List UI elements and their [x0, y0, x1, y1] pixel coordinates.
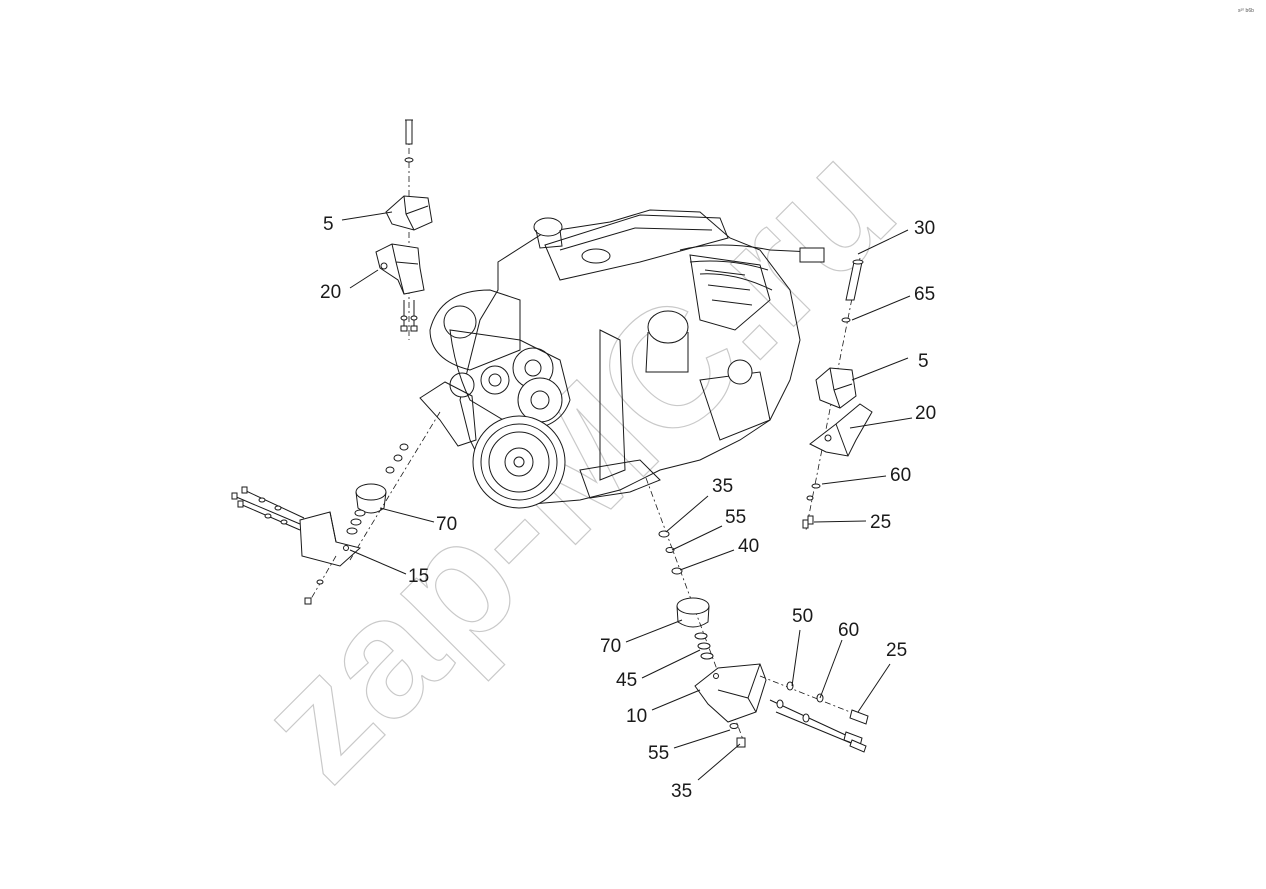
callout-25-lower: 25 [886, 640, 907, 661]
callout-70-lower: 70 [600, 636, 621, 657]
right-lower-mount [645, 477, 869, 753]
callout-35-lower: 35 [671, 781, 692, 802]
callout-60-lower: 60 [838, 620, 859, 641]
left-upper-mount [375, 119, 433, 340]
callout-65: 65 [914, 284, 935, 305]
left-lower-mount [231, 411, 441, 605]
callout-45: 45 [616, 670, 637, 691]
callout-15: 15 [408, 566, 429, 587]
leader-lines [341, 211, 913, 781]
callout-35-upper: 35 [712, 476, 733, 497]
callout-10: 10 [626, 706, 647, 727]
callout-40: 40 [738, 536, 759, 557]
engine-assembly [419, 209, 825, 509]
callout-25-right: 25 [870, 512, 891, 533]
callout-20-right: 20 [915, 403, 936, 424]
callout-55-lower: 55 [648, 743, 669, 764]
callout-20-left: 20 [320, 282, 341, 303]
callout-5-left: 5 [323, 214, 334, 235]
callout-30: 30 [914, 218, 935, 239]
callout-60-right: 60 [890, 465, 911, 486]
callout-5-right: 5 [918, 351, 929, 372]
callout-50: 50 [792, 606, 813, 627]
callout-70-left: 70 [436, 514, 457, 535]
callout-labels: 5 20 30 65 5 20 60 25 35 55 40 70 15 70 … [320, 214, 936, 802]
corner-mark: s²⁰ b6b [1238, 8, 1254, 14]
callout-55-upper: 55 [725, 507, 746, 528]
